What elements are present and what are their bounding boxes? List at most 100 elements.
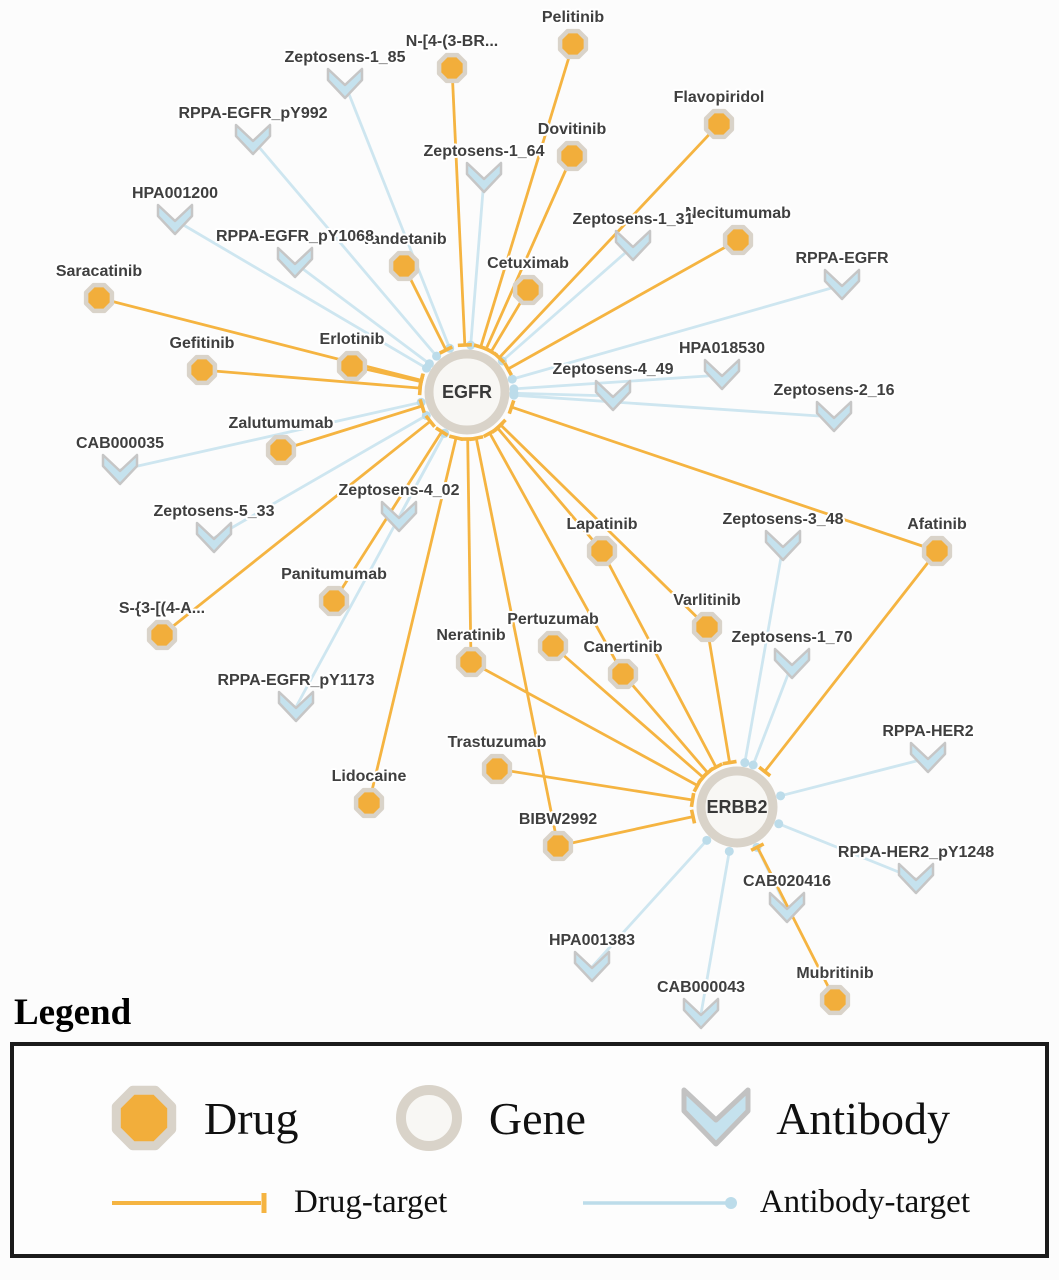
antibody-node-hpa001383[interactable] xyxy=(573,950,611,983)
drug-target-edge xyxy=(507,238,739,371)
drug-octagon-icon xyxy=(111,1085,177,1151)
gene-node-EGFR[interactable] xyxy=(424,349,510,435)
antibody-node-z449[interactable] xyxy=(594,379,632,412)
antibody-edge-endpoint xyxy=(432,351,442,361)
antibody-node-z164[interactable] xyxy=(465,161,503,194)
antibody-edge-endpoint xyxy=(776,791,786,801)
gene-circle-icon xyxy=(395,1085,462,1152)
antibody-node-rppaegfr[interactable] xyxy=(823,268,861,301)
node-label: HPA001200 xyxy=(132,185,218,202)
drug-node-s3a[interactable] xyxy=(146,619,178,651)
antibody-target-edge-icon xyxy=(582,1196,737,1209)
antibody-node-py992[interactable] xyxy=(234,123,272,156)
drug-node-erlotinib[interactable] xyxy=(336,350,368,382)
drug-node-mubritinib[interactable] xyxy=(819,984,851,1016)
node-label: Neratinib xyxy=(436,627,506,644)
drug-target-edge xyxy=(705,626,731,763)
drug-node-zalutumumab[interactable] xyxy=(265,434,297,466)
drug-edge-tee xyxy=(701,766,715,779)
node-label: RPPA-HER2_pY1248 xyxy=(838,844,994,861)
drug-edge-tee xyxy=(434,426,449,437)
node-label: Zeptosens-1_64 xyxy=(424,143,545,160)
drug-target-edge xyxy=(98,296,422,382)
antibody-target-edge xyxy=(213,414,427,540)
antibody-node-z131[interactable] xyxy=(614,229,652,262)
gene-label-EGFR: EGFR xyxy=(442,382,492,402)
drug-node-gefitinib[interactable] xyxy=(186,354,218,386)
antibody-edge-endpoint xyxy=(507,374,517,384)
drug-target-edge xyxy=(367,437,458,804)
drug-node-panitumumab[interactable] xyxy=(318,585,350,617)
node-label: S-{3-[(4-A... xyxy=(119,600,205,617)
antibody-node-py1173[interactable] xyxy=(277,690,315,723)
node-label: Dovitinib xyxy=(538,121,607,138)
drug-node-saracatinib[interactable] xyxy=(83,282,115,314)
antibody-edge-endpoint xyxy=(702,835,712,845)
drug-node-bibw2992[interactable] xyxy=(542,830,574,862)
node-label: Trastuzumab xyxy=(448,734,547,751)
antibody-node-cab000043[interactable] xyxy=(682,997,720,1030)
drug-edge-tee xyxy=(494,418,507,432)
drug-node-lapatinib[interactable] xyxy=(586,535,618,567)
antibody-node-py1248[interactable] xyxy=(897,862,935,895)
drug-node-lidocaine[interactable] xyxy=(353,787,385,819)
drug-node-nbr[interactable] xyxy=(436,52,468,84)
antibody-target-edge xyxy=(174,218,428,370)
node-label: Lapatinib xyxy=(566,516,637,533)
antibody-node-py1068[interactable] xyxy=(276,246,314,279)
drug-edge-tee xyxy=(722,759,737,766)
antibody-edge-endpoint xyxy=(774,819,784,829)
node-label: CAB020416 xyxy=(743,873,831,890)
node-label: Pertuzumab xyxy=(507,611,599,628)
drug-node-neratinib[interactable] xyxy=(455,646,487,678)
drug-node-pelitinib[interactable] xyxy=(557,28,589,60)
drug-node-flavopiridol[interactable] xyxy=(703,108,735,140)
drug-node-vandetanib[interactable] xyxy=(388,250,420,282)
drug-node-necitumumab[interactable] xyxy=(722,224,754,256)
drug-edge-tee xyxy=(418,398,426,414)
network-graph: PelitinibN-[4-(3-BR...FlavopiridolDoviti… xyxy=(54,7,996,1030)
antibody-target-edge xyxy=(119,400,422,472)
antibody-target-edge xyxy=(513,391,614,398)
antibody-edge-endpoint xyxy=(724,846,734,856)
antibody-node-rppaher2[interactable] xyxy=(909,741,947,774)
drug-node-trastuzumab[interactable] xyxy=(481,753,513,785)
node-label: Zeptosens-1_31 xyxy=(573,211,694,228)
antibody-target-edge xyxy=(251,139,438,358)
drug-node-cetuximab[interactable] xyxy=(512,274,544,306)
drug-node-afatinib[interactable] xyxy=(921,535,953,567)
antibody-node-z170[interactable] xyxy=(773,647,811,680)
antibody-node-z533[interactable] xyxy=(195,521,233,554)
node-label: HPA001383 xyxy=(549,932,635,949)
drug-node-pertuzumab[interactable] xyxy=(537,630,569,662)
drug-target-edge xyxy=(499,423,708,629)
drug-node-dovitinib[interactable] xyxy=(556,140,588,172)
antibody-target-edge xyxy=(751,663,794,766)
antibody-node-z402[interactable] xyxy=(380,500,418,533)
drug-edge-tee xyxy=(438,345,454,355)
antibody-node-cab000035[interactable] xyxy=(101,453,139,486)
antibody-node-z216[interactable] xyxy=(815,400,853,433)
node-label: Panitumumab xyxy=(281,566,387,583)
antibody-target-edge xyxy=(780,756,929,798)
legend-antibody-target-label: Antibody-target xyxy=(759,1184,970,1221)
node-label: Saracatinib xyxy=(56,263,142,280)
drug-edge-tee xyxy=(750,842,765,852)
drug-edge-tee xyxy=(484,346,499,357)
node-label: BIBW2992 xyxy=(519,811,597,828)
antibody-node-z348[interactable] xyxy=(764,529,802,562)
gene-node-ERBB2[interactable] xyxy=(696,766,778,848)
antibody-node-z185[interactable] xyxy=(326,67,364,100)
antibody-node-cab020416[interactable] xyxy=(768,891,806,924)
antibody-target-edge xyxy=(294,432,446,708)
node-label: Gefitinib xyxy=(170,335,235,352)
drug-node-varlitinib[interactable] xyxy=(691,611,723,643)
antibody-node-hpa001200[interactable] xyxy=(156,203,194,236)
legend-antibody-label: Antibody xyxy=(776,1092,950,1144)
antibody-node-hpa018530[interactable] xyxy=(703,358,741,391)
drug-edge-tee xyxy=(758,765,772,778)
antibody-edge-endpoint xyxy=(509,390,519,400)
drug-target-edge-icon xyxy=(112,1192,267,1213)
drug-node-canertinib[interactable] xyxy=(607,658,639,690)
antibody-chevron-icon xyxy=(681,1087,751,1147)
